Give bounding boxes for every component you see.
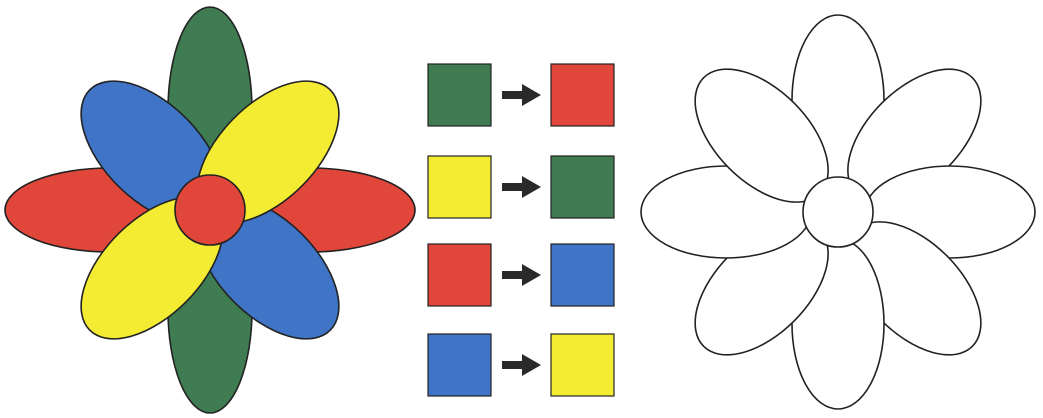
colored-flower	[5, 7, 415, 413]
rule-to-swatch	[551, 64, 614, 126]
arrow-icon	[502, 264, 541, 286]
rule-from-swatch	[428, 156, 491, 218]
rule-from-swatch	[428, 334, 491, 396]
rule-to-swatch	[551, 244, 614, 306]
rule-row	[428, 156, 614, 218]
rule-from-swatch	[428, 244, 491, 306]
rule-row	[428, 334, 614, 396]
flower-center	[175, 175, 245, 245]
color-rule-list	[428, 64, 614, 396]
arrow-icon	[502, 354, 541, 376]
arrow-icon	[502, 84, 541, 106]
arrow-icon	[502, 176, 541, 198]
blank-center	[803, 177, 873, 247]
rule-row	[428, 64, 614, 126]
rule-row	[428, 244, 614, 306]
rule-to-swatch	[551, 334, 614, 396]
blank-flower-to-color	[641, 15, 1035, 409]
rule-to-swatch	[551, 156, 614, 218]
rule-from-swatch	[428, 64, 491, 126]
